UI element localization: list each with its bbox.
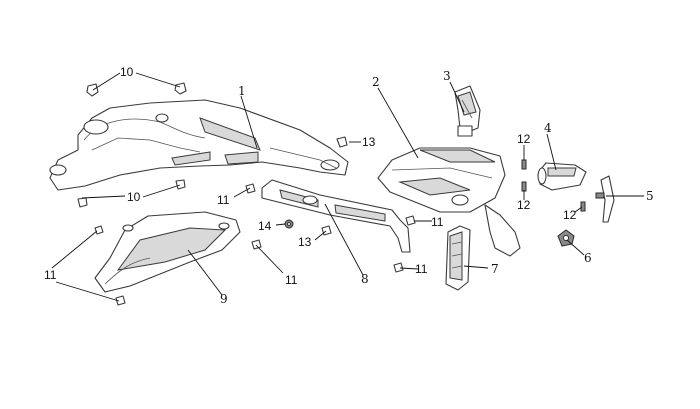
callout-10-mid: 10: [127, 190, 141, 204]
bolt-13-upper: [336, 136, 348, 148]
part-6-nut: [557, 229, 575, 247]
callout-8: 8: [361, 272, 369, 286]
callout-11-lower: 11: [285, 273, 298, 287]
callout-6: 6: [584, 251, 592, 265]
washer-14: [284, 219, 294, 229]
callout-9: 9: [220, 292, 228, 306]
callout-1: 1: [238, 84, 246, 98]
bolt-10-lower-right: [175, 179, 186, 190]
callout-12-right: 12: [563, 208, 577, 222]
bolt-12-lower: [521, 181, 527, 192]
callout-2: 2: [372, 75, 380, 89]
screw-11-a: [94, 225, 104, 235]
bolt-12-upper: [521, 159, 527, 170]
callout-12-lower: 12: [517, 198, 531, 212]
fasteners: [77, 82, 586, 306]
part-5-reflector: [595, 175, 615, 223]
bolt-10-lower-left: [77, 197, 88, 208]
screw-11-f: [393, 262, 404, 273]
callout-12-upper: 12: [517, 132, 531, 146]
screw-11-e: [405, 215, 416, 226]
callout-5: 5: [646, 189, 654, 203]
bolt-10-right: [174, 82, 187, 95]
bolt-10-left: [86, 83, 99, 97]
callout-11-center: 11: [217, 193, 230, 207]
callout-3: 3: [443, 69, 451, 83]
part-2-center-cover: [377, 147, 521, 257]
leader-lines: [51, 72, 644, 302]
callout-11-right-upper: 11: [431, 215, 444, 229]
part-9-heel-guard: [94, 211, 241, 293]
part-3-footpeg: [454, 85, 481, 137]
screw-11-d: [251, 239, 262, 250]
callout-labels: 1 2 3 4 5 6 7 8 9 10 10 11 11 11 11 11 1…: [44, 65, 654, 306]
part-8-side-bracket: [261, 179, 411, 253]
callout-4: 4: [544, 121, 552, 135]
callout-11-right-lower: 11: [415, 262, 428, 276]
callout-11-left: 11: [44, 268, 57, 282]
callout-10-top: 10: [120, 65, 134, 79]
callout-13-lower: 13: [298, 235, 312, 249]
callout-13-upper: 13: [362, 135, 376, 149]
screw-11-c: [245, 183, 256, 194]
callout-7: 7: [491, 262, 499, 276]
part-7-passenger-peg: [445, 225, 471, 291]
part-1-subframe: [49, 99, 349, 191]
screw-11-b: [115, 295, 126, 306]
bolt-12-right: [580, 201, 586, 212]
part-4-grab-piece: [537, 162, 587, 191]
callout-14: 14: [258, 219, 272, 233]
